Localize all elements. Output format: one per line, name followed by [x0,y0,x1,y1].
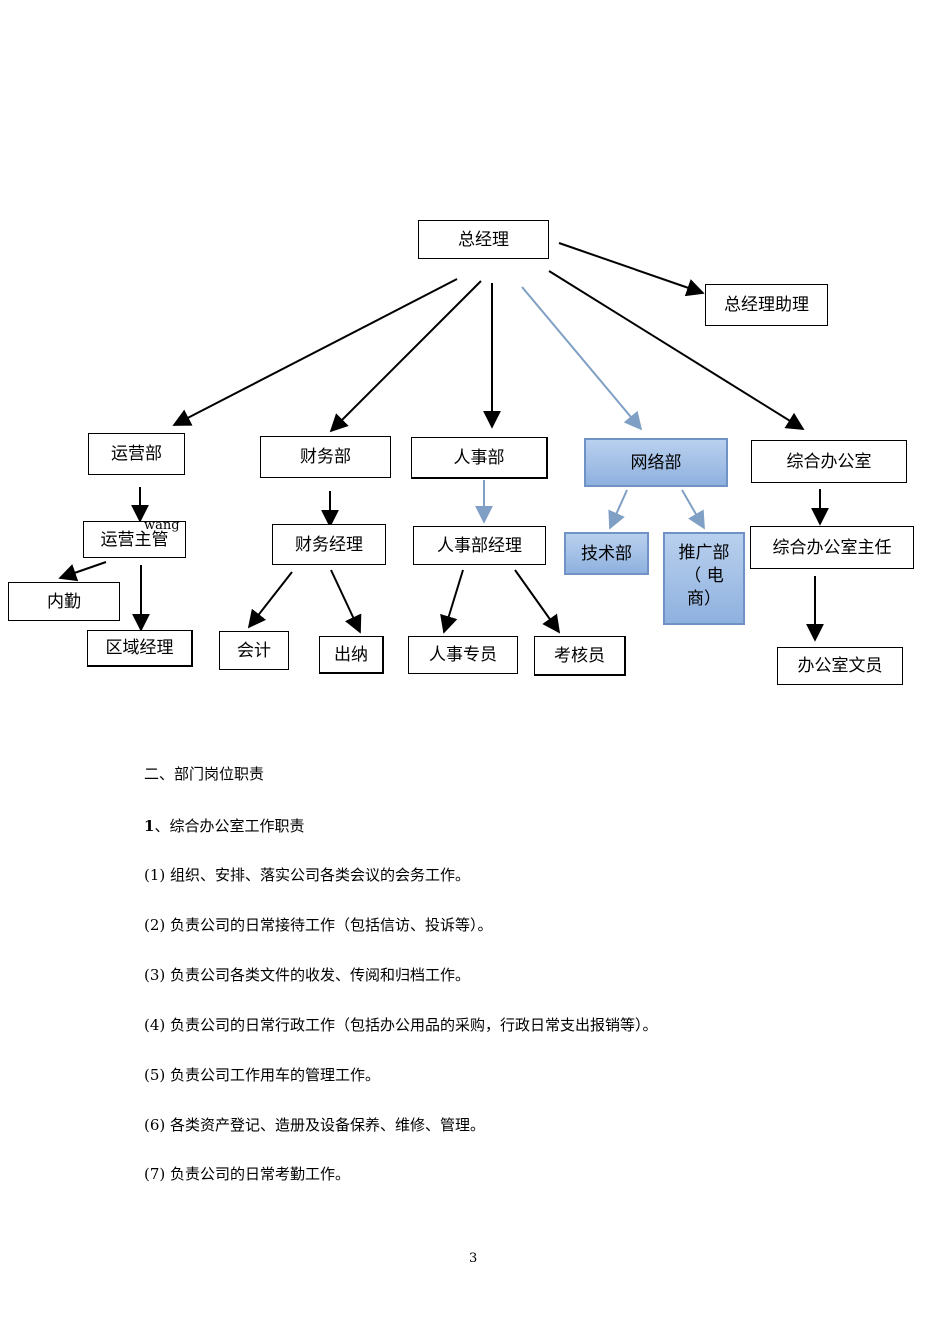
arrow-finance-manager-to-cashier [330,569,362,634]
box-assessor: 考核员 [534,636,626,676]
box-admin-office: 综合办公室 [751,440,907,483]
box-office-clerk: 办公室文员 [777,647,903,685]
box-finance-dept: 财务部 [260,436,391,478]
box-accountant: 会计 [219,631,289,670]
box-general-manager: 总经理 [418,220,549,259]
box-promotion-dept: 推广部（ 电商） [663,532,745,625]
box-operations-supervisor: 运营主管 [83,521,186,558]
duty-item: (6) 各类资产登记、造册及设备保养、维修、管理。 [144,1116,486,1134]
arrow-hr-manager-to-specialist [440,569,464,634]
box-gm-assistant: 总经理助理 [705,284,828,326]
arrow-gm-to-network [521,286,643,431]
duty-item: (3) 负责公司各类文件的收发、传阅和归档工作。 [144,966,471,984]
arrow-network-to-promotion [681,489,705,530]
arrow-finance-manager-to-accountant [247,571,293,629]
handwritten-note: wang [144,518,180,533]
duty-item: (7) 负责公司的日常考勤工作。 [144,1165,351,1183]
duty-item: (2) 负责公司的日常接待工作（包括信访、投诉等）。 [144,916,493,934]
box-network-dept: 网络部 [584,438,728,487]
box-finance-manager: 财务经理 [272,524,386,565]
box-hr-dept: 人事部 [411,437,548,479]
org-chart-connectors [58,242,829,642]
box-regional-manager: 区域经理 [87,630,193,667]
duty-item: (1) 组织、安排、落实公司各类会议的会务工作。 [144,866,471,884]
subheading-number: 1 [144,817,155,835]
arrow-gm-to-operations [172,278,458,426]
box-hr-manager: 人事部经理 [413,526,546,565]
arrow-network-to-tech [608,489,628,530]
box-operations-dept: 运营部 [88,433,185,475]
page-number: 3 [469,1251,478,1266]
section-heading: 二、部门岗位职责 [144,765,265,783]
box-hr-specialist: 人事专员 [408,636,518,674]
arrow-hr-manager-to-assessor [514,569,561,634]
section-subheading: 1、综合办公室工作职责 [144,817,304,835]
arrow-gm-to-assistant [558,242,705,297]
arrow-gm-to-finance [329,280,482,433]
subheading-text: 、综合办公室工作职责 [154,817,305,835]
arrow-supervisor-to-internal [58,561,107,582]
box-cashier: 出纳 [319,636,384,674]
box-internal-staff: 内勤 [8,582,120,621]
duty-item: (4) 负责公司的日常行政工作（包括办公用品的采购，行政日常支出报销等）。 [144,1016,658,1034]
box-admin-director: 综合办公室主任 [750,526,914,569]
box-tech-dept: 技术部 [564,532,649,575]
duty-item: (5) 负责公司工作用车的管理工作。 [144,1066,381,1084]
arrow-gm-to-admin-office [548,270,805,430]
